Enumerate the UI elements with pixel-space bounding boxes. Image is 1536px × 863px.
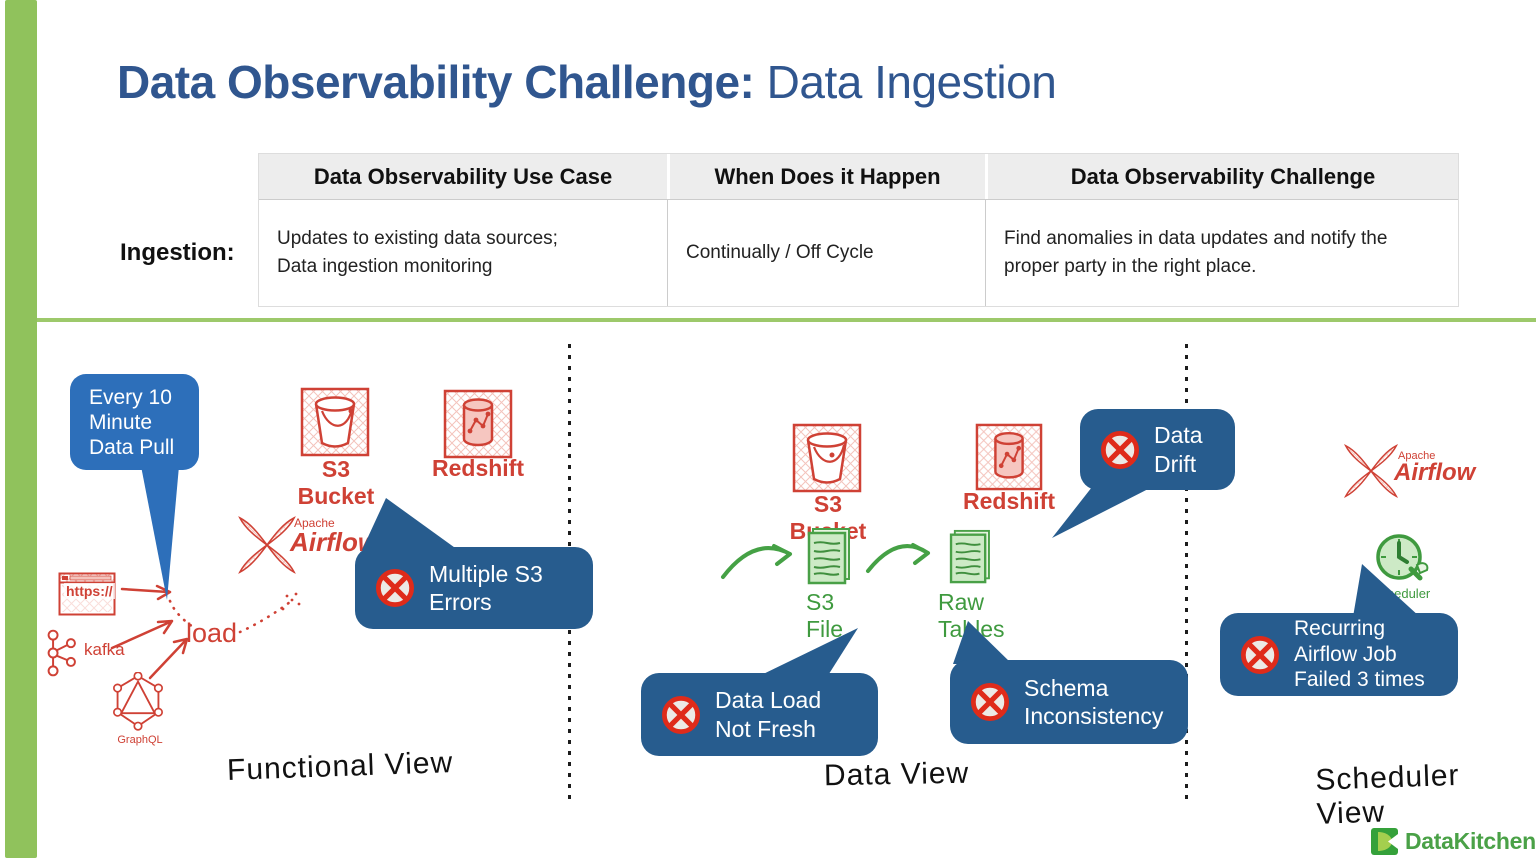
redshift-icon-data — [975, 423, 1043, 491]
scheduler-label: Scheduler — [1371, 586, 1431, 601]
use-case-table: Data Observability Use Case When Does it… — [258, 153, 1459, 307]
table-cell-use-case: Updates to existing data sources; Data i… — [259, 199, 667, 306]
airflow-icon-scheduler — [1344, 444, 1398, 498]
schema-inconsistency-callout: Schema Inconsistency — [950, 660, 1188, 744]
error-icon — [662, 695, 700, 734]
scheduler-view-label: Scheduler View — [1314, 758, 1461, 831]
multiple-s3-errors-callout: Multiple S3 Errors — [355, 547, 593, 629]
kafka-label: kafka — [84, 640, 125, 659]
s3-file-icon — [807, 528, 850, 585]
red-dot-cluster — [281, 592, 301, 611]
table-header-when: When Does it Happen — [667, 154, 985, 199]
airflow-apache-label: Apache — [294, 516, 335, 530]
s3-bucket-icon-data — [792, 423, 862, 493]
airflow-icon — [238, 516, 296, 574]
page-title-light: Data Ingestion — [754, 56, 1057, 108]
data-load-not-fresh-text: Data Load Not Fresh — [715, 687, 822, 742]
table-header-challenge: Data Observability Challenge — [985, 154, 1458, 199]
airflow-label-scheduler: Airflow — [1394, 459, 1476, 486]
red-arrows — [110, 584, 189, 680]
error-icon — [1241, 635, 1279, 674]
data-view-label: Data View — [823, 756, 970, 793]
redshift-label-data: Redshift — [963, 488, 1055, 514]
redshift-icon — [443, 389, 513, 459]
data-load-not-fresh-callout: Data Load Not Fresh — [641, 673, 878, 756]
error-icon — [971, 683, 1009, 721]
table-header-use-case: Data Observability Use Case — [259, 154, 667, 199]
redshift-label: Redshift — [432, 455, 524, 481]
s3-bucket-label: S3 Bucket — [297, 456, 375, 509]
raw-tables-icon — [949, 529, 990, 584]
recurring-airflow-job-callout: Recurring Airflow Job Failed 3 times — [1220, 613, 1458, 696]
error-icon — [376, 569, 414, 607]
data-drift-text: Data Drift — [1154, 422, 1203, 477]
table-cell-challenge: Find anomalies in data updates and notif… — [985, 199, 1458, 306]
https-label: https:// — [64, 583, 115, 599]
functional-view-label: Functional View — [226, 746, 454, 787]
schema-inconsistency-text: Schema Inconsistency — [1024, 674, 1164, 729]
raw-tables-label: Raw Tables — [938, 589, 1005, 642]
error-icon — [1101, 430, 1139, 469]
datakitchen-logo-text: DataKitchen — [1405, 828, 1536, 854]
datakitchen-logo: DataKitchen — [1371, 828, 1536, 855]
page-title: Data Observability Challenge: Data Inges… — [117, 55, 1057, 109]
every-10-minute-bubble: Every 10 Minute Data Pull — [70, 374, 199, 470]
data-drift-callout: Data Drift — [1080, 409, 1235, 490]
airflow-apache-label-scheduler: Apache — [1398, 450, 1436, 462]
s3-file-label: S3 File — [806, 589, 844, 642]
datakitchen-logo-icon — [1371, 828, 1398, 855]
graphql-label: GraphQL — [117, 734, 163, 746]
table-row-label: Ingestion: — [120, 239, 235, 266]
recurring-airflow-job-text: Recurring Airflow Job Failed 3 times — [1294, 617, 1425, 692]
graphql-icon — [113, 672, 163, 731]
load-label: load — [186, 618, 238, 648]
kafka-icon — [47, 629, 76, 677]
table-cell-when: Continually / Off Cycle — [667, 199, 985, 306]
s3-bucket-icon — [300, 387, 370, 457]
scheduler-icon — [1376, 534, 1429, 581]
left-accent-bar — [5, 0, 37, 858]
page-title-bold: Data Observability Challenge: — [117, 56, 755, 108]
multiple-s3-errors-text: Multiple S3 Errors — [429, 560, 543, 615]
horizontal-divider — [37, 318, 1536, 322]
separator-data-scheduler — [1185, 344, 1188, 802]
